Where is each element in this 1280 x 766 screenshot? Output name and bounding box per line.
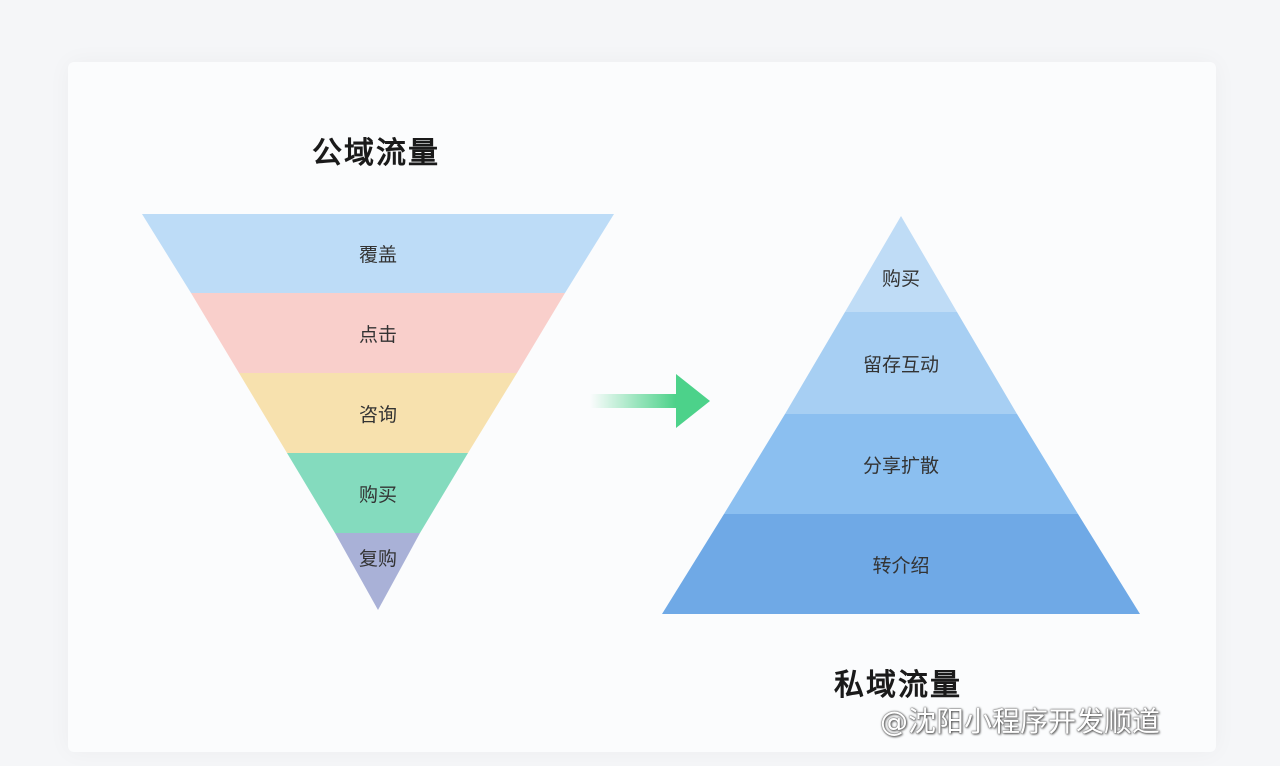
- funnel-label-2: 咨询: [359, 404, 397, 426]
- pyramid-title: 私域流量: [834, 668, 962, 703]
- funnel-layer-2: [239, 373, 517, 453]
- arrow-head-icon: [676, 374, 710, 428]
- transition-arrow: [590, 374, 710, 428]
- pyramid-label-0: 购买: [882, 268, 920, 290]
- arrow-shaft: [590, 394, 682, 408]
- pyramid-layer-1: [785, 312, 1017, 414]
- funnel-title: 公域流量: [312, 136, 440, 171]
- funnel-layer-3: [287, 453, 468, 533]
- funnel-label-4: 复购: [359, 548, 397, 570]
- pyramid-layer-0: [845, 216, 957, 312]
- pyramid-layer-3: [662, 514, 1140, 614]
- pyramid-label-1: 留存互动: [863, 354, 939, 376]
- pyramid-layer-2: [724, 414, 1078, 514]
- funnel-label-3: 购买: [359, 484, 397, 506]
- funnel: 覆盖 点击 咨询 购买 复购: [142, 214, 614, 610]
- watermark: @沈阳小程序开发顺道: [880, 705, 1161, 738]
- funnel-label-0: 覆盖: [359, 244, 397, 266]
- pyramid-label-3: 转介绍: [872, 555, 929, 577]
- pyramid: 购买 留存互动 分享扩散 转介绍: [662, 216, 1140, 614]
- funnel-layer-4: [335, 533, 420, 610]
- funnel-label-1: 点击: [359, 324, 397, 346]
- funnel-layer-0: [142, 214, 614, 293]
- pyramid-label-2: 分享扩散: [863, 455, 939, 477]
- funnel-layer-1: [191, 293, 565, 373]
